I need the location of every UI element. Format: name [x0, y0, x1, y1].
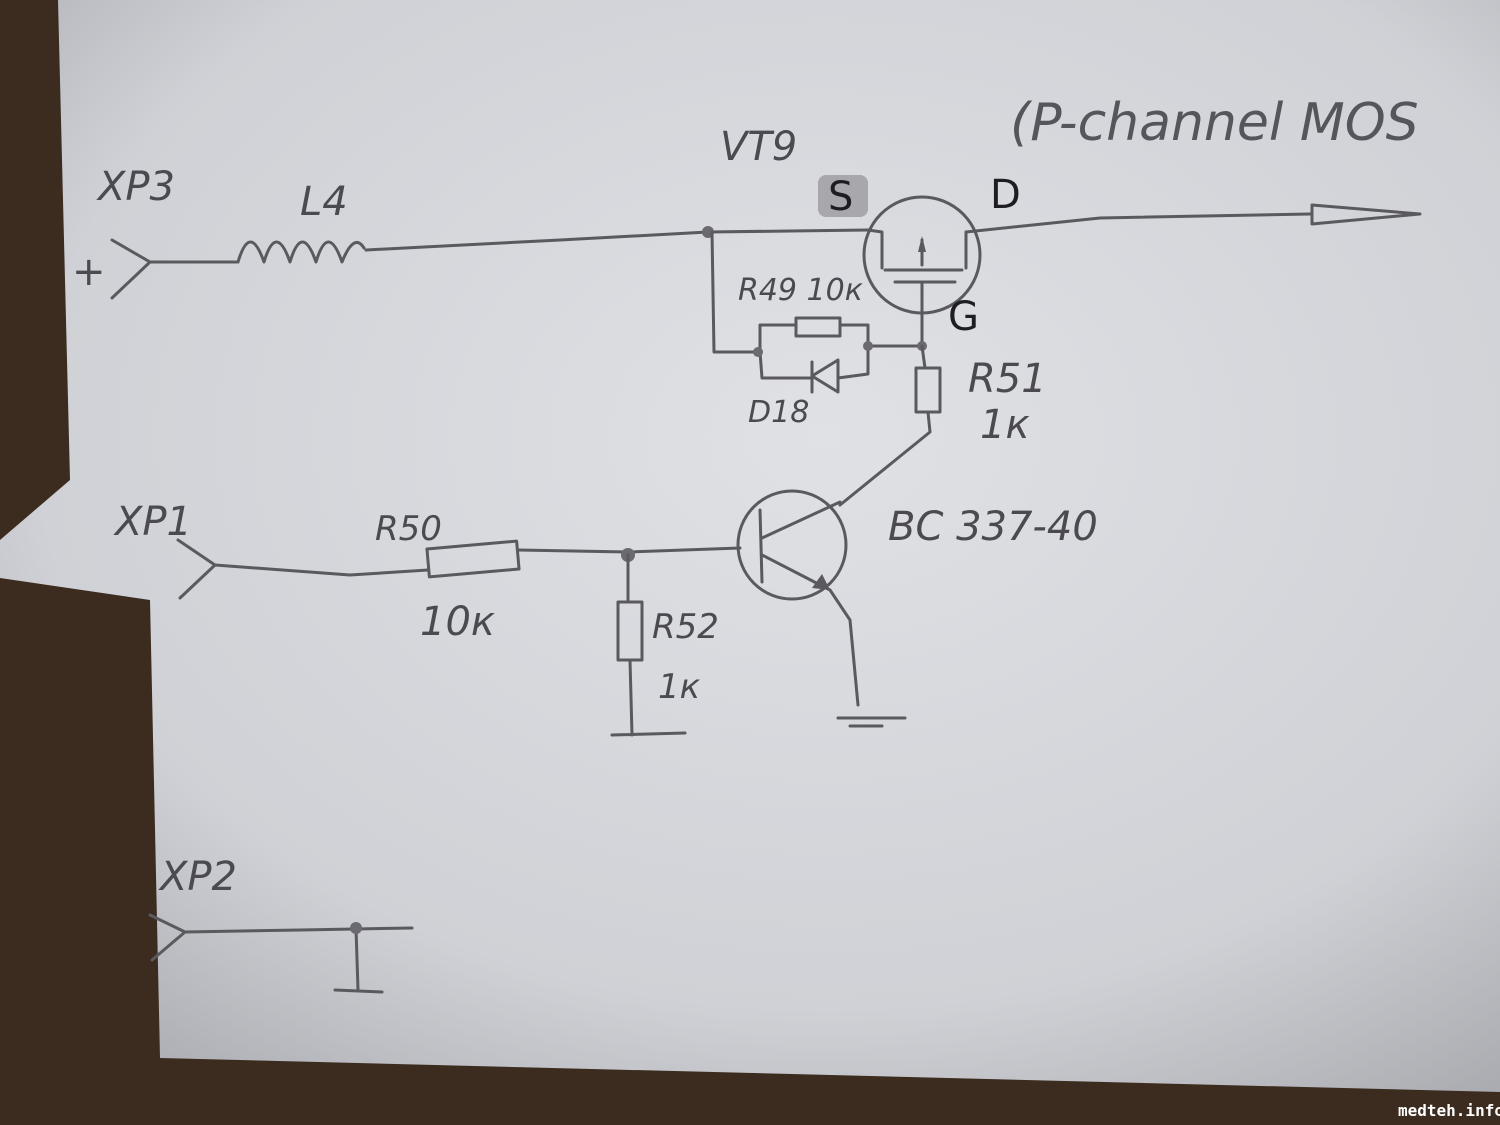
xp3-label: XP3 — [96, 164, 175, 210]
junction-dot — [863, 341, 873, 351]
xp1-label: XP1 — [113, 499, 192, 545]
r52-label: R52 — [652, 607, 719, 647]
d18-label: D18 — [748, 395, 809, 430]
xp2-ground-connector — [148, 913, 414, 994]
resistor-r52 — [616, 600, 644, 662]
transistor-bc337 — [736, 489, 907, 728]
resistor-r51 — [914, 366, 942, 414]
xp3-connector — [110, 238, 240, 300]
drain-label: D — [990, 172, 1021, 218]
r49-label: R49 10к — [738, 273, 863, 308]
vt9-type-note: (P-channel MOS — [1010, 93, 1419, 153]
source-label: S — [828, 174, 853, 220]
paper-sheet — [0, 0, 1500, 1092]
mosfet-vt9 — [862, 195, 1312, 347]
watermark: medteh.info — [1398, 1101, 1500, 1120]
vt9-label: VT9 — [720, 124, 797, 170]
r50-label: R50 — [375, 509, 442, 549]
r50-value: 10к — [420, 599, 495, 645]
gate-label: G — [948, 294, 979, 340]
resistor-r49 — [794, 316, 842, 338]
xp2-label: XP2 — [158, 854, 237, 900]
r51-value: 1к — [980, 402, 1030, 448]
junction-dot — [350, 922, 362, 934]
xp3-plus-label: + — [72, 249, 106, 295]
output-arrow — [1310, 203, 1422, 226]
junction-dot — [753, 347, 763, 357]
r51-label: R51 — [968, 356, 1047, 402]
diode-d18 — [810, 358, 840, 394]
transistor-label: BC 337-40 — [888, 504, 1098, 550]
l4-label: L4 — [300, 179, 348, 225]
xp1-connector — [176, 538, 430, 600]
source-highlight — [818, 175, 868, 217]
r52-value: 1к — [658, 667, 701, 707]
resistor-r50 — [425, 539, 521, 579]
inductor-l4 — [236, 240, 366, 264]
